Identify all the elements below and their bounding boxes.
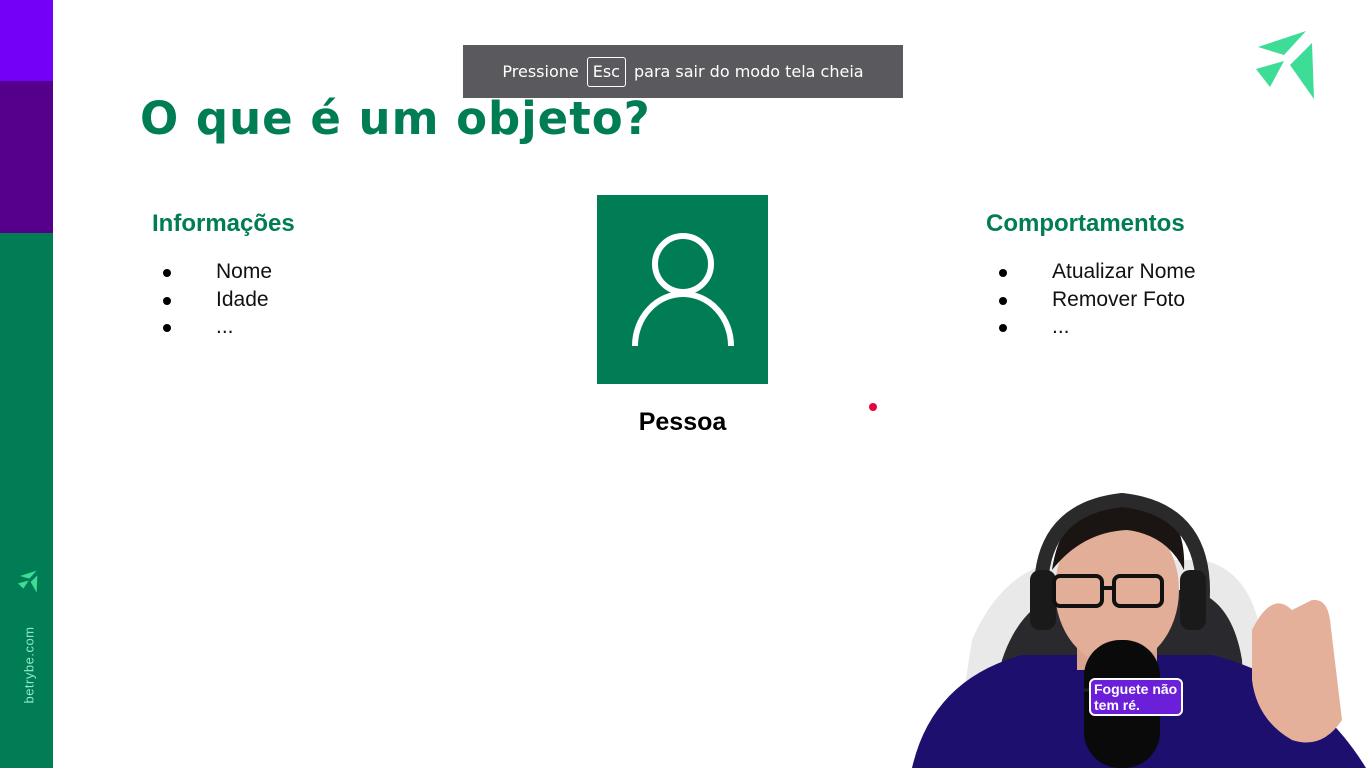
webcam-video bbox=[912, 492, 1366, 768]
list-item: Atualizar Nome bbox=[994, 258, 1196, 286]
behaviors-list: Atualizar Nome Remover Foto ... bbox=[994, 258, 1196, 341]
person-icon bbox=[632, 233, 734, 347]
fullscreen-notice: Pressione Esc para sair do modo tela che… bbox=[463, 45, 903, 98]
info-heading: Informações bbox=[152, 210, 295, 237]
site-url: betrybe.com bbox=[21, 626, 37, 704]
slide-title: O que é um objeto? bbox=[140, 92, 651, 145]
esc-key: Esc bbox=[586, 56, 626, 87]
laser-pointer bbox=[869, 403, 877, 411]
info-list: Nome Idade ... bbox=[158, 258, 272, 341]
list-item: ... bbox=[994, 313, 1196, 341]
person-image bbox=[597, 195, 768, 384]
strip-segment-purple bbox=[0, 0, 53, 81]
list-item: Remover Foto bbox=[994, 286, 1196, 314]
person-label: Pessoa bbox=[638, 408, 727, 436]
fullscreen-prefix: Pressione bbox=[502, 62, 579, 81]
list-item: ... bbox=[158, 313, 272, 341]
strip-segment-green bbox=[0, 233, 53, 768]
list-item: Nome bbox=[158, 258, 272, 286]
webcam-badge: Foguete não tem ré. bbox=[1089, 678, 1183, 716]
trybe-logo-icon bbox=[18, 570, 38, 593]
fullscreen-suffix: para sair do modo tela cheia bbox=[633, 62, 864, 81]
strip-segment-dark-purple bbox=[0, 81, 53, 233]
trybe-logo-icon bbox=[1256, 31, 1314, 99]
list-item: Idade bbox=[158, 286, 272, 314]
brand-strip: betrybe.com bbox=[0, 0, 53, 768]
behaviors-heading: Comportamentos bbox=[986, 210, 1185, 237]
